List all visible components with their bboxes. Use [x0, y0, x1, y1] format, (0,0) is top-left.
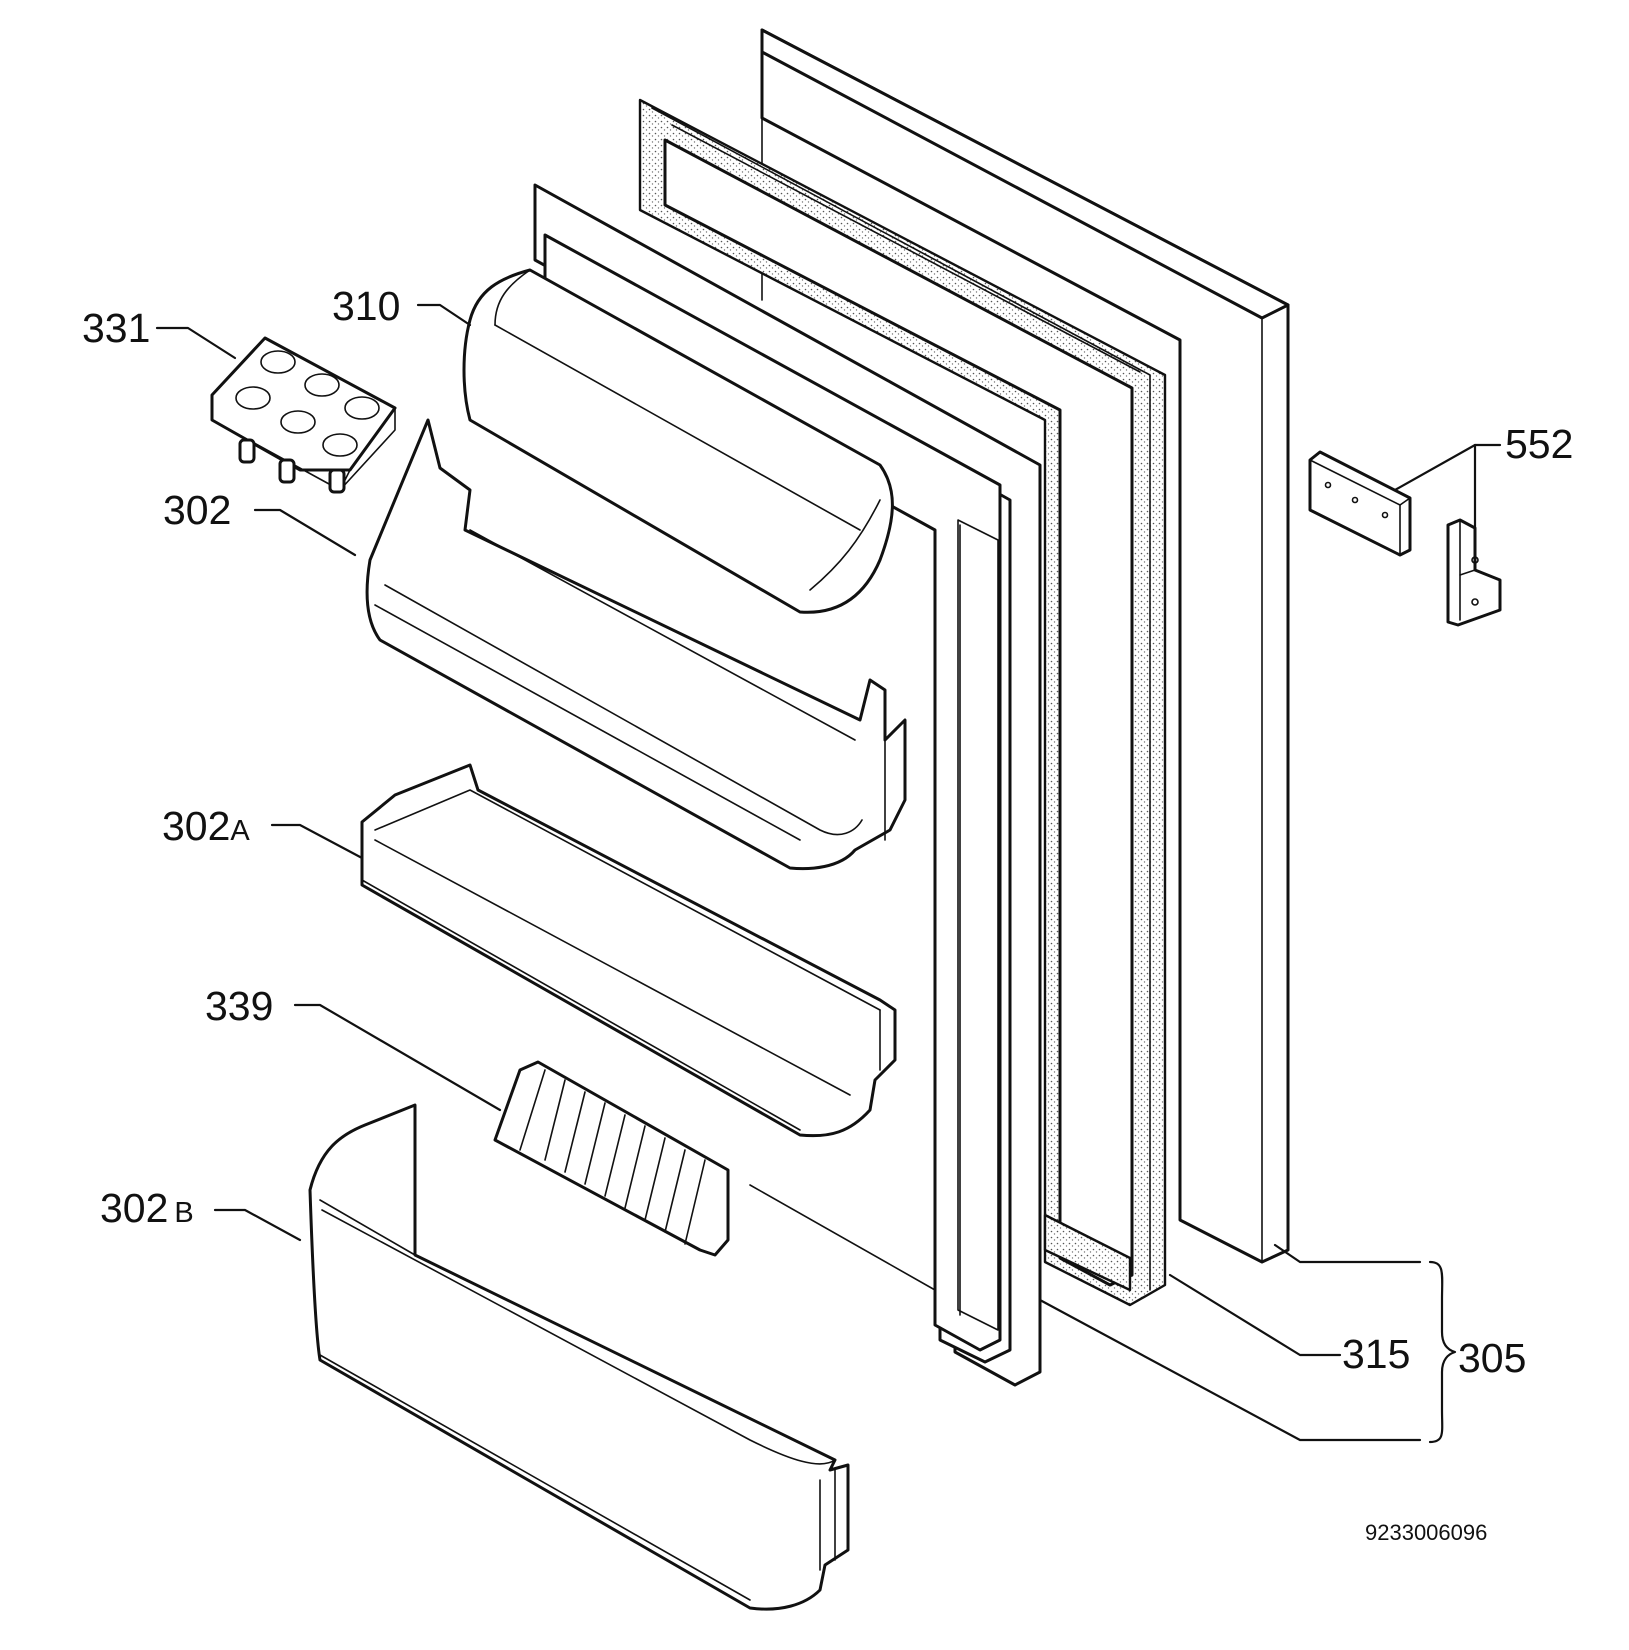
hinge-plate-552: [1308, 450, 1412, 557]
callout-310: 310: [332, 283, 400, 329]
callout-302: 302: [163, 487, 231, 533]
egg-tray-331: [210, 336, 397, 494]
leader-310: [416, 303, 472, 327]
door-bin-302: [365, 418, 907, 871]
leader-315: [1168, 1273, 1342, 1357]
brace-305: [1428, 1260, 1457, 1444]
leader-305-top: [1273, 1243, 1422, 1264]
door-gasket: [638, 98, 1167, 1307]
callout-315: 315: [1342, 1331, 1410, 1377]
callout-552: 552: [1505, 421, 1573, 467]
leader-331: [155, 326, 237, 360]
callout-331: 331: [82, 305, 150, 351]
separator-ribs: [519, 1069, 706, 1245]
door-bin-302a: [360, 763, 897, 1138]
hinge-bracket-552: [1446, 518, 1502, 627]
leader-305-bottom: [1038, 1298, 1422, 1442]
callout-339: 339: [205, 983, 273, 1029]
callout-305: 305: [1458, 1335, 1526, 1381]
drawing-code: 9233006096: [1365, 1520, 1487, 1545]
leader-552a: [1393, 443, 1502, 492]
leader-lines: [155, 303, 1502, 1444]
leader-302: [253, 508, 357, 557]
bottle-bin-302b: [308, 1103, 850, 1611]
callout-302a: 302A: [162, 803, 250, 849]
leader-339: [293, 1003, 502, 1112]
leader-302a: [270, 823, 364, 860]
leader-302b: [213, 1208, 302, 1242]
bottle-separator-339: [493, 1060, 730, 1257]
dairy-cover-310: [462, 268, 894, 614]
